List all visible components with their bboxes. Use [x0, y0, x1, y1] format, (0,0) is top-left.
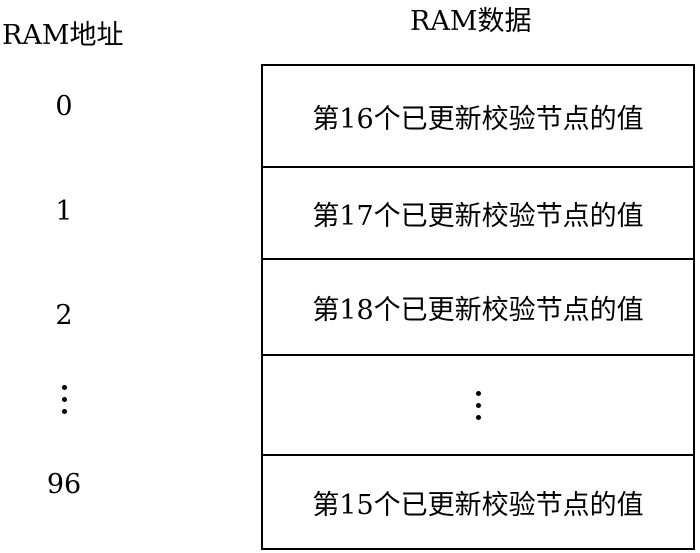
ram-data-table: 第16个已更新校验节点的值 第17个已更新校验节点的值 第18个已更新校验节点的… — [261, 64, 695, 550]
ram-cell-96: 第15个已更新校验节点的值 — [263, 456, 693, 548]
address-label-0: 0 — [55, 91, 73, 122]
ram-cell-0: 第16个已更新校验节点的值 — [263, 66, 693, 168]
ram-data-header: RAM数据 — [410, 6, 532, 37]
address-label-96: 96 — [46, 469, 82, 500]
data-ellipsis-icon — [475, 390, 481, 420]
ram-cell-ellipsis — [263, 356, 693, 456]
ram-cell-value: 第18个已更新校验节点的值 — [312, 294, 644, 326]
ram-cell-value: 第17个已更新校验节点的值 — [312, 200, 644, 232]
ram-cell-1: 第17个已更新校验节点的值 — [263, 168, 693, 260]
ram-cell-2: 第18个已更新校验节点的值 — [263, 260, 693, 356]
address-label-2: 2 — [55, 300, 73, 331]
ram-cell-value: 第16个已更新校验节点的值 — [312, 103, 644, 135]
ram-address-header: RAM地址 — [2, 20, 124, 51]
ram-cell-value: 第15个已更新校验节点的值 — [312, 489, 644, 521]
address-label-1: 1 — [55, 196, 73, 227]
address-ellipsis-icon — [56, 379, 72, 419]
